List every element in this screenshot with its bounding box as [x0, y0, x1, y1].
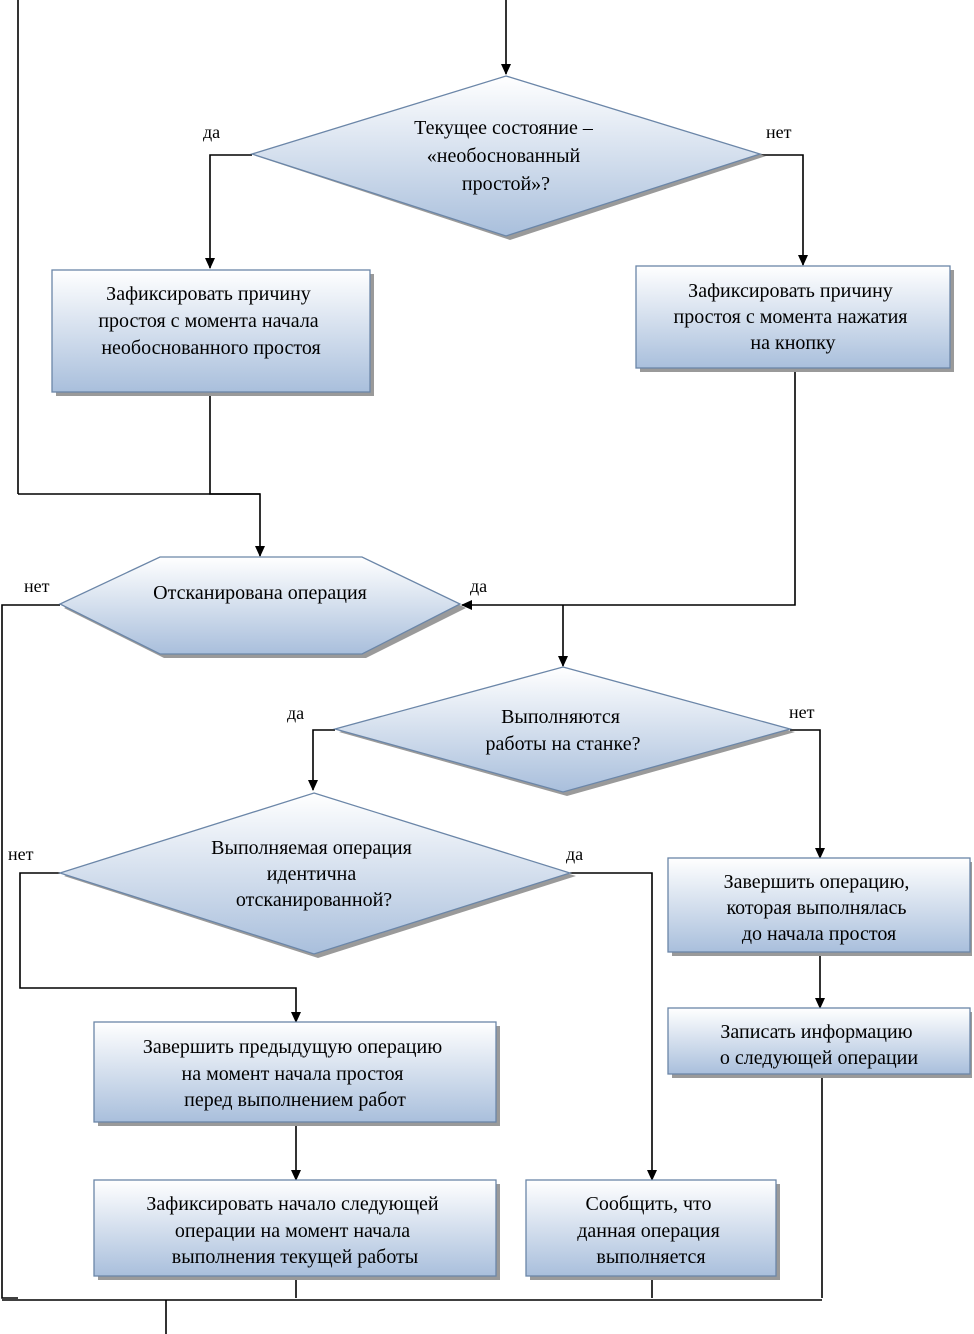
box-report-operation-running-text: Сообщить, что данная операция выполняетс… — [577, 1193, 725, 1268]
label-d2-no: нет — [789, 702, 815, 722]
decision-work-in-progress-text: Выполняются работы на станке? — [486, 706, 641, 755]
box-fix-next-operation-start: Зафиксировать начало следующей операции … — [93, 1179, 500, 1280]
box-report-operation-running: Сообщить, что данная операция выполняетс… — [525, 1179, 780, 1280]
box-record-next-operation-text: Записать информацию о следующей операции — [720, 1021, 918, 1069]
box-finish-previous-operation-text: Завершить предыдущую операцию на момент … — [143, 1036, 447, 1111]
edge-labels: да нет нет да да нет нет да — [8, 122, 815, 864]
edge-d1-no — [760, 154, 808, 266]
box-fix-reason-button: Зафиксировать причину простоя с момента … — [635, 265, 954, 372]
label-d2-yes: да — [287, 703, 304, 723]
edge-h1-no — [1, 604, 60, 1299]
box-fix-next-operation-start-text: Зафиксировать начало следующей операции … — [146, 1193, 443, 1268]
edge-d3-yes — [570, 872, 657, 1181]
edge-d3-no — [19, 872, 301, 1023]
box-finish-previous-operation: Завершить предыдущую операцию на момент … — [93, 1021, 500, 1126]
decision-work-in-progress: Выполняются работы на станке? — [332, 666, 795, 796]
edge-d2-no — [790, 729, 825, 859]
decision-idle-state-text: Текущее состояние – «необоснованный прос… — [414, 117, 598, 195]
connectors — [1, 0, 825, 1334]
decision-operation-identical-text: Выполняемая операция идентична отсканиро… — [211, 837, 417, 911]
box-record-next-operation: Записать информацию о следующей операции — [667, 1007, 972, 1078]
edge-d2-yes — [308, 729, 335, 791]
hexagon-operation-scanned-text: Отсканирована операция — [153, 582, 367, 604]
box-finish-operation: Завершить операцию, которая выполнялась … — [667, 857, 972, 956]
box-fix-reason-start: Зафиксировать причину простоя с момента … — [51, 269, 374, 396]
box-fix-reason-start-text: Зафиксировать причину простоя с момента … — [98, 283, 323, 359]
label-d1-no: нет — [766, 122, 792, 142]
decision-idle-state: Текущее состояние – «необоснованный прос… — [249, 75, 766, 240]
box-fix-reason-button-text: Зафиксировать причину простоя с момента … — [673, 280, 912, 354]
label-d3-yes: да — [566, 844, 583, 864]
edge-d1-yes — [205, 154, 252, 269]
box-finish-operation-text: Завершить операцию, которая выполнялась … — [724, 871, 915, 945]
edge-b2-to-h1 — [461, 368, 796, 610]
label-h1-no: нет — [24, 576, 50, 596]
label-d1-yes: да — [203, 122, 220, 142]
label-h1-yes: да — [470, 576, 487, 596]
decision-operation-identical: Выполняемая операция идентична отсканиро… — [57, 792, 576, 958]
edge-b1-to-h1 — [209, 394, 265, 557]
hexagon-operation-scanned: Отсканирована операция — [58, 556, 466, 658]
label-d3-no: нет — [8, 844, 34, 864]
